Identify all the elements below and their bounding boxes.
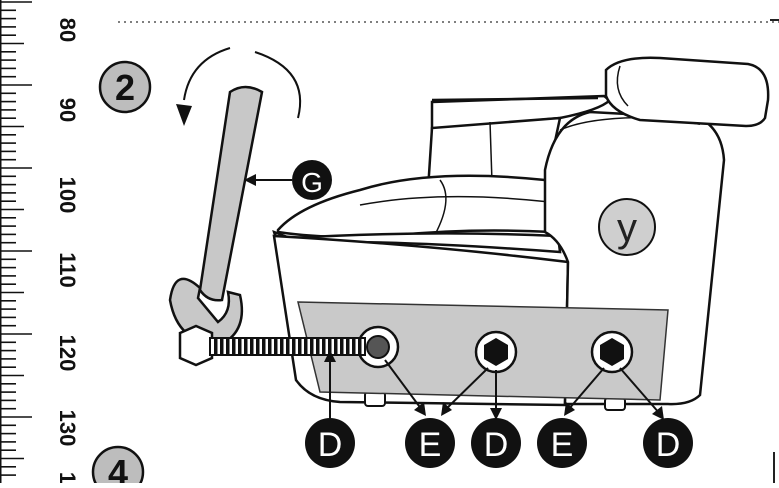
ruler-mark-100: 100 <box>55 177 80 214</box>
callout-d-bolt: D <box>305 418 355 468</box>
svg-text:E: E <box>419 426 442 464</box>
hex-hole-right <box>590 330 634 374</box>
callout-e-right: E <box>537 418 587 468</box>
bolt-hole-left <box>356 325 400 369</box>
tool-label-g: G <box>244 160 332 200</box>
callout-d-middle: D <box>471 418 521 468</box>
ruler-mark-120: 120 <box>55 335 80 372</box>
ruler-mark-110: 110 <box>55 252 80 288</box>
callout-arrows <box>329 359 661 418</box>
callout-d-far: D <box>643 418 693 468</box>
hex-hole-middle <box>474 330 518 374</box>
callout-e-left: E <box>405 418 455 468</box>
measuring-ruler: 80 90 100 110 120 130 1 <box>0 0 80 484</box>
ruler-mark-140: 1 <box>55 472 80 483</box>
ruler-mark-130: 130 <box>55 410 80 447</box>
wrench-icon <box>168 47 302 346</box>
svg-text:y: y <box>617 206 637 250</box>
ruler-mark-80: 80 <box>55 18 80 42</box>
svg-text:2: 2 <box>115 67 135 108</box>
step-badge-next: 4 <box>91 445 145 488</box>
svg-text:D: D <box>656 426 681 464</box>
svg-text:D: D <box>484 426 509 464</box>
part-label-y: y <box>598 198 656 256</box>
ruler-ticks <box>0 1 32 476</box>
step-badge-current: 2 <box>98 60 152 114</box>
svg-text:4: 4 <box>108 452 128 483</box>
sofa-module-illustration <box>272 56 770 411</box>
svg-text:D: D <box>318 426 343 464</box>
bolt-illustration <box>178 324 366 367</box>
ruler-mark-90: 90 <box>55 98 80 122</box>
svg-text:G: G <box>301 167 323 198</box>
callout-arrowheads <box>324 350 664 420</box>
svg-text:E: E <box>551 426 574 464</box>
